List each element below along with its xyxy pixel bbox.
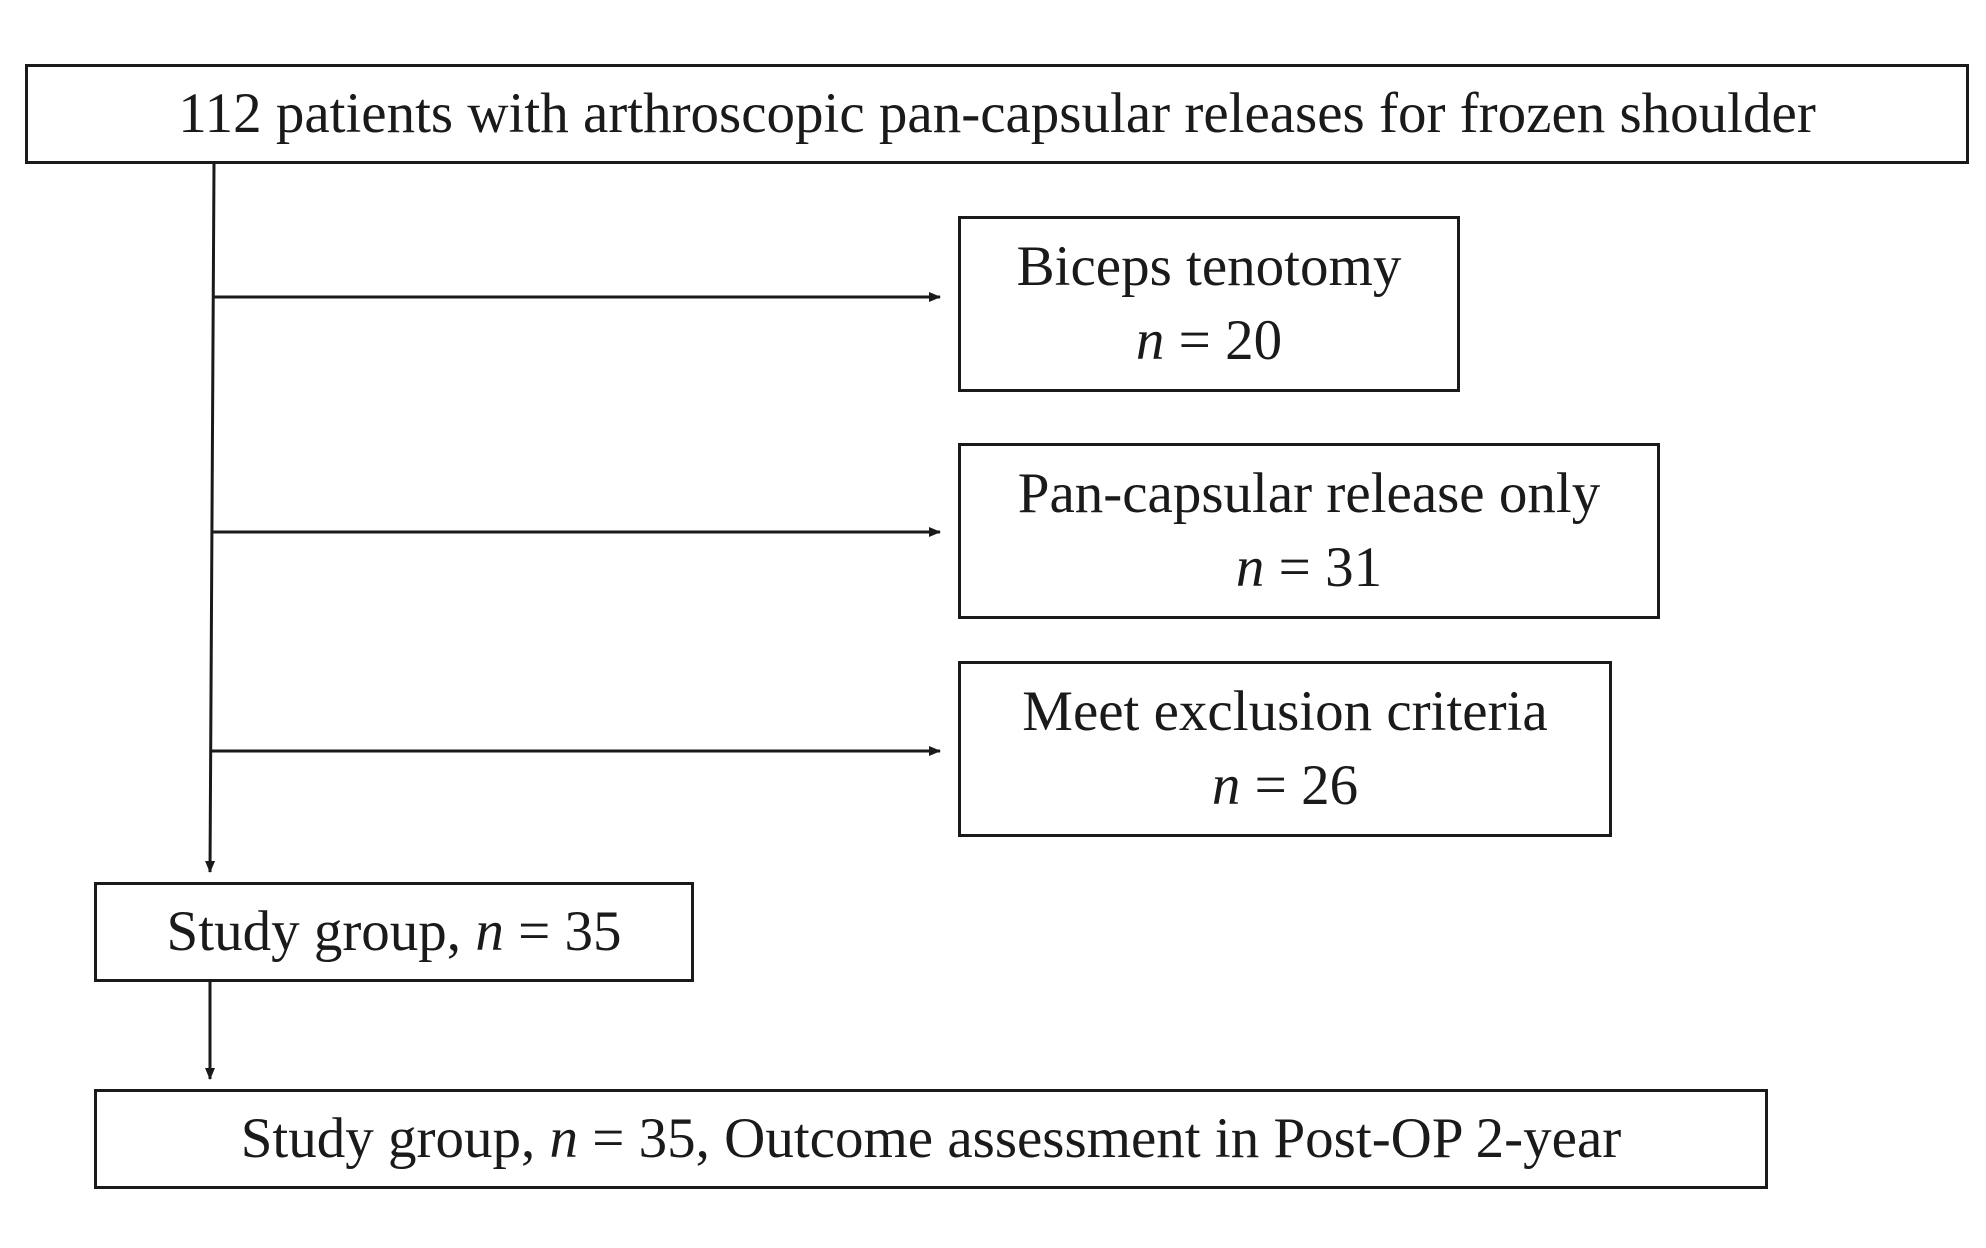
outcome-assessment-box: Study group, n = 35, Outcome assessment …: [94, 1089, 1768, 1189]
count-value: = 31: [1278, 536, 1383, 599]
outcome-prefix: Study group,: [240, 1106, 550, 1170]
outcome-suffix: = 35, Outcome assessment in Post-OP 2-ye…: [578, 1106, 1622, 1170]
study-group-prefix: Study group,: [166, 899, 476, 963]
biceps-tenotomy-count: n = 20: [1136, 304, 1282, 378]
outcome-text: Study group, n = 35, Outcome assessment …: [241, 1102, 1622, 1176]
exclusion-criteria-count: n = 26: [1212, 749, 1358, 823]
study-group-text: Study group, n = 35: [167, 895, 622, 969]
count-value: = 26: [1254, 754, 1359, 817]
pan-capsular-only-box: Pan-capsular release only n = 31: [958, 443, 1660, 619]
study-group-box: Study group, n = 35: [94, 882, 694, 982]
n-symbol: n: [549, 1106, 579, 1170]
pan-capsular-only-title: Pan-capsular release only: [1017, 461, 1601, 525]
biceps-tenotomy-box: Biceps tenotomy n = 20: [958, 216, 1460, 392]
count-value: = 20: [1178, 309, 1283, 372]
biceps-tenotomy-title: Biceps tenotomy: [1016, 234, 1402, 298]
n-symbol: n: [1235, 536, 1265, 599]
study-group-count: = 35: [503, 899, 622, 963]
n-symbol: n: [475, 899, 504, 963]
n-symbol: n: [1211, 754, 1241, 817]
enrollment-label: 112 patients with arthroscopic pan-capsu…: [178, 81, 1816, 145]
enrollment-box: 112 patients with arthroscopic pan-capsu…: [25, 64, 1969, 164]
n-symbol: n: [1135, 309, 1165, 372]
main-trunk-arrow: [205, 163, 216, 873]
exclusion-criteria-box: Meet exclusion criteria n = 26: [958, 661, 1612, 837]
pan-capsular-only-count: n = 31: [1236, 531, 1382, 605]
exclusion-criteria-title: Meet exclusion criteria: [1022, 679, 1548, 743]
